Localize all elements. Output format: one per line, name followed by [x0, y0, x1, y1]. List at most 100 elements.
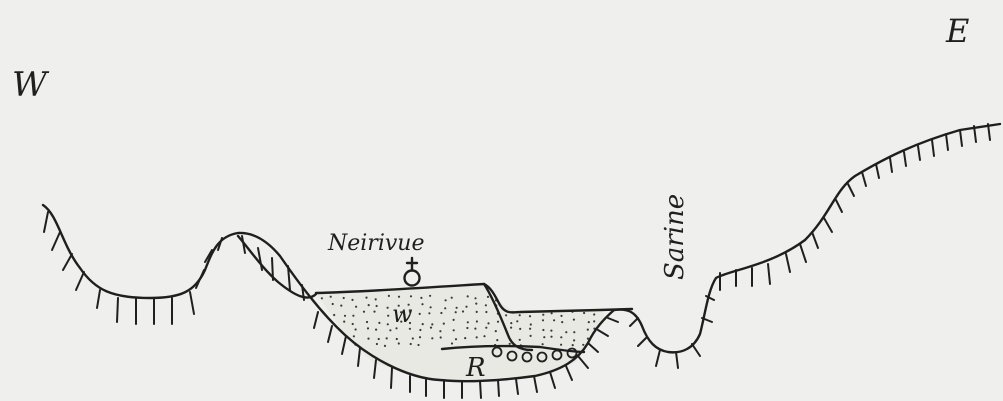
stipple-dot — [378, 322, 380, 324]
stipple-dot — [332, 303, 334, 305]
stipple-dot — [387, 307, 389, 309]
stipple-dot — [367, 338, 369, 340]
stipple-dot — [453, 329, 455, 331]
stipple-dot — [376, 305, 378, 307]
stipple-dot — [496, 339, 498, 341]
stipple-dot — [456, 307, 458, 309]
stipple-dot — [572, 344, 574, 346]
label-west: W — [12, 65, 50, 105]
stipple-dot — [351, 299, 353, 301]
stipple-dot — [464, 337, 466, 339]
stipple-dot — [396, 338, 398, 340]
stipple-dot — [387, 323, 389, 325]
stipple-dot — [412, 337, 414, 339]
hachure-tick — [272, 258, 273, 280]
stipple-dot — [365, 297, 367, 299]
stipple-dot — [476, 320, 478, 322]
hachure-tick — [117, 298, 118, 322]
stipple-dot — [373, 311, 375, 313]
hachure-tick — [498, 380, 499, 396]
stipple-dot — [375, 329, 377, 331]
stipple-dot — [505, 314, 507, 316]
stipple-dot — [543, 336, 545, 338]
stipple-dot — [419, 336, 421, 338]
label-deposit-r: R — [465, 353, 486, 383]
stipple-dot — [582, 344, 584, 346]
stipple-dot — [368, 304, 370, 306]
stipple-dot — [475, 303, 477, 305]
stipple-dot — [429, 295, 431, 297]
stipple-dot — [386, 337, 388, 339]
stipple-dot — [519, 339, 521, 341]
stipple-dot — [550, 330, 552, 332]
stipple-dot — [375, 298, 377, 300]
stipple-dot — [474, 297, 476, 299]
stipple-dot — [509, 343, 511, 345]
stipple-dot — [422, 323, 424, 325]
stipple-dot — [487, 296, 489, 298]
stipple-dot — [529, 315, 531, 317]
stipple-dot — [542, 329, 544, 331]
stipple-dot — [430, 306, 432, 308]
stipple-dot — [587, 329, 589, 331]
stipple-dot — [542, 314, 544, 316]
stipple-dot — [340, 305, 342, 307]
stipple-dot — [573, 331, 575, 333]
stipple-dot — [355, 306, 357, 308]
stipple-dot — [497, 321, 499, 323]
stipple-dot — [542, 343, 544, 345]
stipple-dot — [510, 327, 512, 329]
stipple-dot — [495, 330, 497, 332]
stipple-dot — [398, 296, 400, 298]
stipple-dot — [466, 327, 468, 329]
stipple-dot — [352, 323, 354, 325]
stipple-dot — [561, 321, 563, 323]
stipple-dot — [439, 330, 441, 332]
stipple-dot — [333, 314, 335, 316]
stipple-dot — [467, 295, 469, 297]
stipple-dot — [476, 336, 478, 338]
label-village: Neirivue — [327, 231, 424, 256]
stipple-dot — [476, 311, 478, 313]
stipple-dot — [353, 335, 355, 337]
stipple-dot — [553, 319, 555, 321]
hachure-tick — [480, 381, 481, 398]
stipple-dot — [510, 322, 512, 324]
stipple-dot — [483, 335, 485, 337]
stipple-dot — [419, 329, 421, 331]
stipple-dot — [519, 328, 521, 330]
stipple-dot — [409, 328, 411, 330]
stipple-dot — [384, 345, 386, 347]
stipple-dot — [430, 327, 432, 329]
stipple-dot — [355, 328, 357, 330]
stipple-dot — [467, 321, 469, 323]
stipple-dot — [444, 307, 446, 309]
stipple-dot — [516, 320, 518, 322]
stipple-dot — [431, 323, 433, 325]
stipple-dot — [560, 336, 562, 338]
stipple-dot — [367, 327, 369, 329]
stipple-dot — [440, 336, 442, 338]
stipple-dot — [387, 315, 389, 317]
stipple-dot — [376, 343, 378, 345]
stipple-dot — [593, 320, 595, 322]
stipple-dot — [529, 328, 531, 330]
stipple-dot — [440, 312, 442, 314]
stipple-dot — [378, 338, 380, 340]
stipple-dot — [573, 319, 575, 321]
stipple-dot — [366, 321, 368, 323]
stipple-dot — [451, 297, 453, 299]
stipple-dot — [330, 296, 332, 298]
stipple-dot — [560, 344, 562, 346]
stipple-dot — [530, 323, 532, 325]
stipple-dot — [445, 299, 447, 301]
stipple-dot — [455, 338, 457, 340]
stipple-dot — [551, 312, 553, 314]
stipple-dot — [593, 313, 595, 315]
stipple-dot — [519, 314, 521, 316]
stipple-dot — [465, 306, 467, 308]
stipple-dot — [363, 311, 365, 313]
stipple-dot — [410, 295, 412, 297]
stipple-dot — [550, 336, 552, 338]
